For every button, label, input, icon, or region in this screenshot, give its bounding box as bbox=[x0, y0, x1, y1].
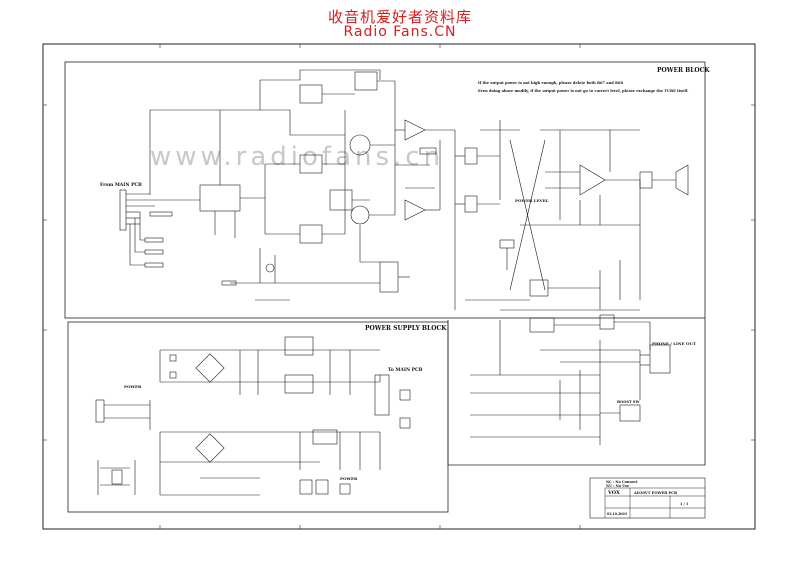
drawing-date: 02.10.2003 bbox=[607, 512, 628, 516]
power-led-label: POWER bbox=[340, 476, 358, 481]
power-switch-label: POWER bbox=[124, 384, 142, 389]
power-block-wiring bbox=[119, 69, 689, 311]
frame-ticks bbox=[43, 44, 755, 529]
note-line-1: If the output power is not high enough, … bbox=[478, 81, 623, 85]
phone-line-out-label: PHONE / LINE OUT bbox=[652, 341, 696, 346]
nc-legend: NC : No Connect bbox=[606, 480, 638, 484]
header-site-title: Radio Fans.CN bbox=[343, 24, 457, 40]
from-main-pcb-label: From MAIN PCB bbox=[100, 182, 142, 188]
output-block-frame bbox=[447, 318, 706, 466]
note-line-2: Even doing above modify, if the output p… bbox=[478, 89, 688, 93]
power-supply-block-title: POWER SUPPLY BLOCK bbox=[365, 325, 447, 332]
board-name: AD30VT POWER PCB bbox=[633, 491, 677, 495]
nu-legend: NU : No Use bbox=[606, 484, 629, 488]
to-main-pcb-label: To MAIN PCB bbox=[388, 367, 423, 373]
watermark-text: www.radiofans.cn bbox=[150, 142, 444, 172]
output-wiring bbox=[470, 314, 671, 445]
sheet-number: 1 / 1 bbox=[680, 502, 689, 506]
title-block: NC : No Connect NU : No Use VOX AD30VT P… bbox=[589, 477, 706, 519]
header-chinese-title: 收音机爱好者资料库 bbox=[327, 8, 472, 26]
power-block-title: POWER BLOCK bbox=[657, 67, 710, 74]
power-level-label: POWER LEVEL bbox=[515, 198, 549, 203]
brand-label: VOX bbox=[607, 490, 620, 496]
power-block-frame bbox=[64, 61, 706, 319]
outer-frame bbox=[42, 43, 756, 530]
boost-sw-label: BOOST SW bbox=[617, 400, 640, 404]
power-supply-wiring bbox=[95, 336, 411, 496]
